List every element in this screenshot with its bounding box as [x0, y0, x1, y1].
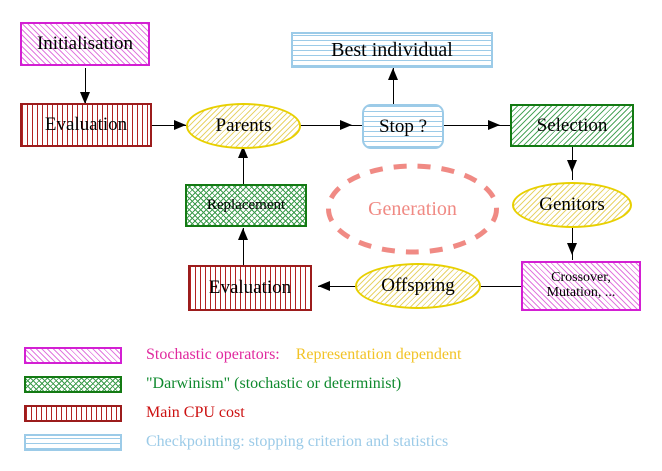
- arrowhead-initialisation-to-evaluation: [80, 92, 90, 104]
- legend: Stochastic operators: Representation depe…: [24, 342, 644, 458]
- legend-text-main-cpu-cost: Main CPU cost: [146, 404, 245, 422]
- arrowhead-replacement-to-parents: [238, 146, 248, 158]
- node-selection[interactable]: Selection: [510, 104, 634, 147]
- legend-label-representation-dependent: Representation dependent: [295, 346, 462, 363]
- generation-dashed-ellipse-icon: [326, 163, 499, 255]
- node-selection-label: Selection: [536, 114, 608, 136]
- legend-swatch-magenta-diagonal: [24, 346, 122, 364]
- connector-initialisation-to-evaluation: [85, 68, 86, 104]
- node-evaluation-top-label: Evaluation: [44, 114, 128, 136]
- node-stop-label: Stop ?: [378, 115, 428, 137]
- arrowhead-stop-to-best-individual: [388, 68, 398, 80]
- node-offspring-label: Offspring: [381, 275, 455, 297]
- node-crossover-mutation-label-line2: Mutation, ...: [546, 285, 616, 300]
- generation-label: Generation: [368, 197, 457, 220]
- node-initialisation[interactable]: Initialisation: [20, 22, 150, 66]
- arrowhead-offspring-to-evaluation: [318, 281, 330, 291]
- arrowhead-genitors-to-crossover: [567, 243, 577, 255]
- connector-evaluation-to-replacement: [243, 228, 244, 266]
- arrowhead-selection-to-genitors: [567, 160, 577, 172]
- node-replacement-label: Replacement: [206, 196, 286, 213]
- connector-parents-to-stop: [300, 125, 362, 126]
- connector-stop-to-best-individual: [393, 68, 394, 106]
- legend-swatch-blue-horizontal: [24, 433, 122, 451]
- legend-text-stochastic-operators: Stochastic operators: Representation depe…: [146, 346, 461, 364]
- connector-stop-to-selection: [443, 125, 511, 126]
- node-parents[interactable]: Parents: [186, 103, 301, 149]
- connector-replacement-to-parents: [243, 146, 244, 184]
- legend-text-checkpointing: Checkpointing: stopping criterion and st…: [146, 433, 448, 451]
- arrowhead-parents-to-stop: [340, 120, 352, 130]
- node-initialisation-label: Initialisation: [36, 33, 134, 55]
- arrowhead-stop-to-selection: [488, 120, 500, 130]
- legend-text-darwinism: "Darwinism" (stochastic or determinist): [146, 375, 401, 393]
- legend-swatch-red-vertical: [24, 404, 122, 422]
- node-stop[interactable]: Stop ?: [362, 104, 444, 149]
- connector-offspring-to-evaluation: [318, 286, 366, 287]
- node-crossover-mutation-label-line1: Crossover,: [551, 270, 611, 286]
- arrowhead-evaluation-to-parents: [174, 120, 186, 130]
- node-parents-label: Parents: [215, 115, 272, 137]
- node-genitors[interactable]: Genitors: [512, 182, 632, 228]
- legend-row-stochastic-operators: Stochastic operators: Representation depe…: [24, 342, 644, 368]
- node-evaluation-bottom-label: Evaluation: [208, 277, 292, 299]
- node-replacement[interactable]: Replacement: [185, 184, 307, 227]
- node-best-individual-label: Best individual: [331, 38, 453, 61]
- node-crossover-mutation[interactable]: Crossover, Mutation, ...: [521, 261, 641, 311]
- arrowhead-evaluation-to-replacement: [238, 228, 248, 240]
- legend-label-stochastic-operators: Stochastic operators:: [146, 346, 280, 363]
- legend-swatch-green-crosshatch: [24, 375, 122, 393]
- node-offspring[interactable]: Offspring: [355, 263, 481, 309]
- legend-label-main-cpu-cost: Main CPU cost: [146, 404, 245, 421]
- node-best-individual[interactable]: Best individual: [291, 32, 493, 68]
- legend-label-checkpointing: Checkpointing: stopping criterion and st…: [146, 433, 449, 450]
- legend-row-main-cpu-cost: Main CPU cost: [24, 400, 644, 426]
- node-evaluation-top[interactable]: Evaluation: [20, 103, 152, 147]
- legend-row-checkpointing: Checkpointing: stopping criterion and st…: [24, 429, 644, 455]
- node-genitors-label: Genitors: [539, 194, 605, 216]
- node-evaluation-bottom[interactable]: Evaluation: [188, 265, 312, 311]
- generation-cycle-marker: Generation: [325, 163, 500, 255]
- legend-row-darwinism: "Darwinism" (stochastic or determinist): [24, 371, 644, 397]
- legend-label-darwinism: "Darwinism" (stochastic or determinist): [146, 375, 402, 392]
- connector-crossover-to-offspring: [460, 286, 522, 287]
